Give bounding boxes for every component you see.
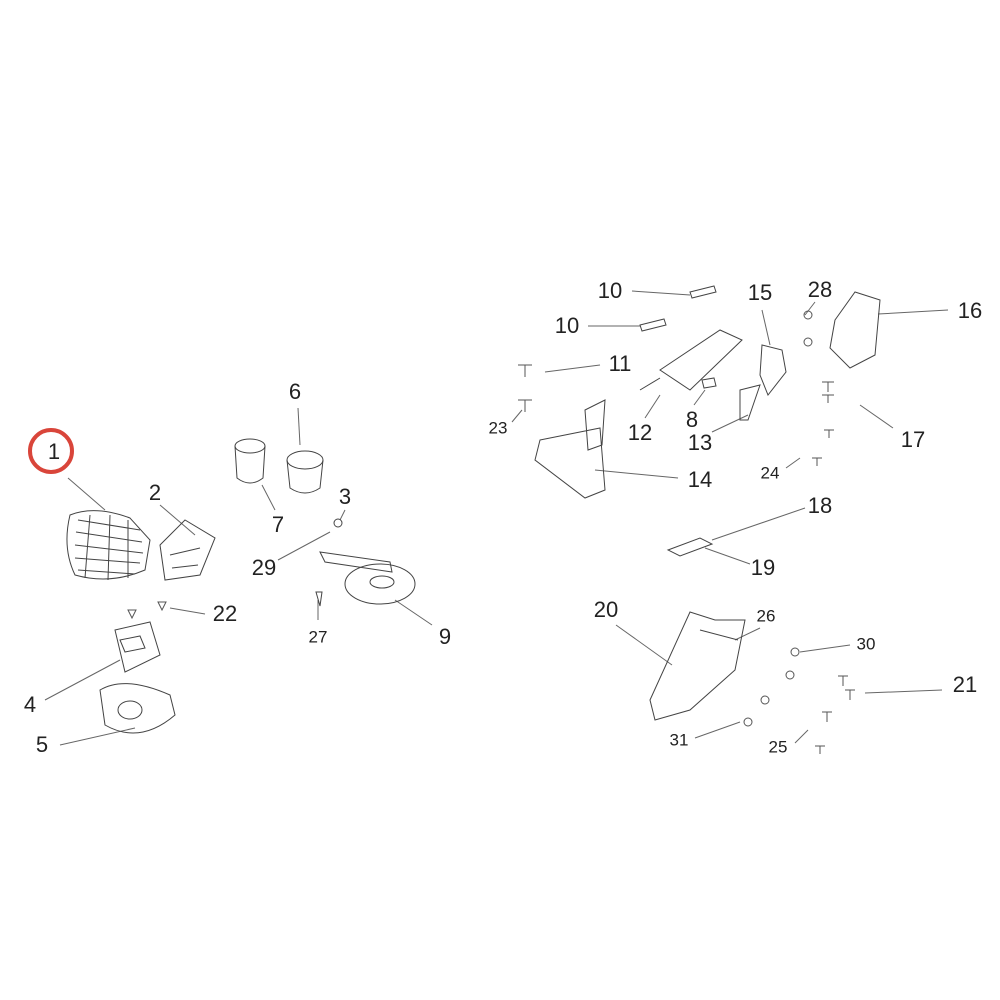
callout-16: 16 — [957, 298, 983, 323]
callout-18: 18 — [807, 493, 833, 518]
part-screws-right — [518, 310, 834, 466]
part-fuses — [639, 285, 717, 389]
part-headlight — [66, 510, 151, 581]
callout-10a: 10 — [597, 278, 623, 303]
part-module-16 — [829, 291, 881, 369]
part-bracket — [159, 519, 216, 581]
callout-10b: 10 — [554, 313, 580, 338]
callout-8: 8 — [685, 407, 699, 432]
callout-1: 1 — [47, 439, 61, 464]
callout-28: 28 — [807, 277, 833, 302]
part-relay — [639, 329, 743, 391]
part-caps — [234, 438, 324, 494]
callout-2: 2 — [148, 480, 162, 505]
callout-22: 22 — [212, 601, 238, 626]
callout-14: 14 — [687, 467, 713, 492]
callout-7: 7 — [271, 512, 285, 537]
callout-6: 6 — [288, 379, 302, 404]
callout-23: 23 — [488, 418, 508, 438]
callout-27: 27 — [308, 627, 328, 647]
part-rectifier-20 — [649, 611, 746, 721]
callout-26: 26 — [756, 606, 776, 626]
callout-24: 24 — [760, 463, 780, 483]
callout-3: 3 — [338, 484, 352, 509]
part-bracket-15 — [739, 344, 787, 421]
part-small-screws — [127, 601, 167, 620]
leader-lines — [44, 290, 949, 746]
highlight-circle — [28, 428, 74, 474]
part-holder-14 — [534, 399, 606, 499]
callout-20: 20 — [593, 597, 619, 622]
callout-15: 15 — [747, 280, 773, 305]
callout-21: 21 — [952, 672, 978, 697]
callout-5: 5 — [35, 732, 49, 757]
part-switch-housing — [114, 621, 161, 673]
callout-13: 13 — [687, 430, 713, 455]
callout-11: 11 — [608, 351, 632, 376]
callout-25: 25 — [768, 737, 788, 757]
part-washers-screws — [743, 647, 855, 754]
callout-9: 9 — [438, 624, 452, 649]
part-horn — [315, 518, 416, 607]
callout-12: 12 — [627, 420, 653, 445]
callout-30: 30 — [856, 634, 876, 654]
callout-29: 29 — [251, 555, 277, 580]
callout-17: 17 — [900, 427, 926, 452]
callout-4: 4 — [23, 692, 37, 717]
callout-31: 31 — [669, 730, 689, 750]
callout-19: 19 — [750, 555, 776, 580]
part-switch-clamp — [99, 683, 176, 734]
part-sensor-19 — [666, 537, 714, 557]
